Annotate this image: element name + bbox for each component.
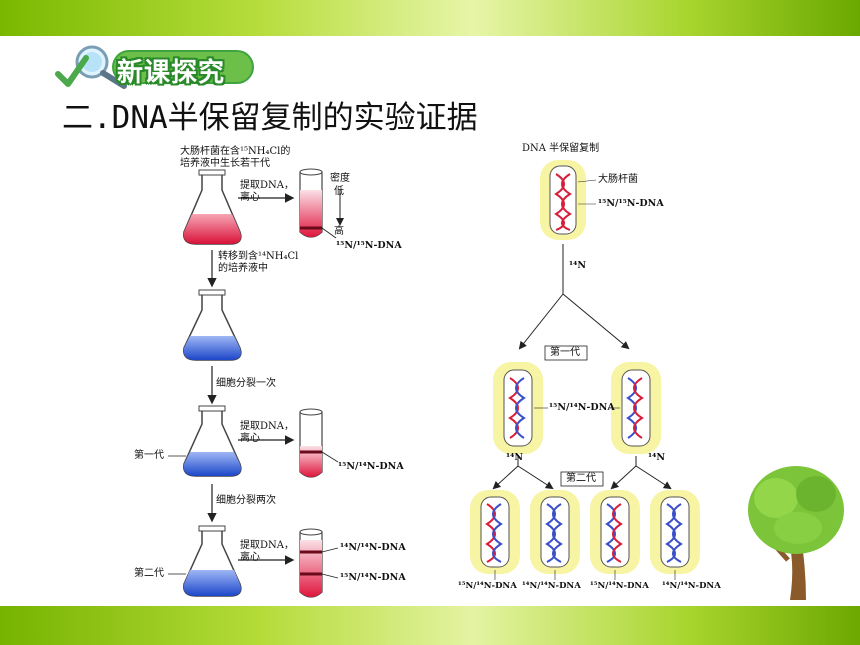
centrifuge-label-1: 离心 bbox=[240, 192, 260, 203]
band-label-14-14: ¹⁴N/¹⁴N-DNA bbox=[340, 542, 406, 553]
bottom-banner bbox=[0, 606, 860, 645]
extract-label-2: 提取DNA， bbox=[240, 421, 294, 432]
replication-heading: DNA 半保留复制 bbox=[522, 143, 600, 154]
magnifier-check-icon bbox=[55, 45, 254, 89]
generation-1-label: 第一代 bbox=[134, 450, 164, 461]
band-label-15-15: ¹⁵N/¹⁵N-DNA bbox=[336, 240, 402, 251]
centrifuge-label-2: 离心 bbox=[240, 433, 260, 444]
divide-once-label: 细胞分裂一次 bbox=[216, 378, 276, 389]
generation-2-box: 第二代 bbox=[566, 473, 596, 484]
gen2-dna-label-3: ¹⁵N/¹⁴N-DNA bbox=[590, 581, 649, 591]
gen2-dna-label-4: ¹⁴N/¹⁴N-DNA bbox=[662, 581, 721, 591]
divide-twice-label: 细胞分裂两次 bbox=[216, 495, 276, 506]
high-density-label: 高 bbox=[334, 226, 344, 237]
section-badge-label: 新课探究 bbox=[117, 58, 226, 88]
replication-tree bbox=[470, 160, 700, 580]
generation-1-dna-label: ¹⁵N/¹⁴N-DNA bbox=[549, 402, 615, 413]
n14-label-left: ¹⁴N bbox=[506, 452, 524, 463]
gen2-dna-label-1: ¹⁵N/¹⁴N-DNA bbox=[458, 581, 517, 591]
transfer-label-line2: 的培养液中 bbox=[218, 263, 268, 274]
flask-generation-1 bbox=[183, 405, 242, 477]
ecoli-label: 大肠杆菌 bbox=[598, 174, 638, 185]
tube-3 bbox=[299, 528, 323, 598]
band-label-15-14: ¹⁵N/¹⁴N-DNA bbox=[338, 461, 404, 472]
gen2-dna-label-2: ¹⁴N/¹⁴N-DNA bbox=[522, 581, 581, 591]
n14-label-right: ¹⁴N bbox=[648, 452, 666, 463]
grow-caption-line2: 培养液中生长若干代 bbox=[180, 158, 270, 169]
n14-label-top: ¹⁴N bbox=[569, 260, 587, 271]
extract-label-3: 提取DNA， bbox=[240, 540, 294, 551]
top-banner bbox=[0, 0, 860, 36]
low-density-label: 低 bbox=[334, 186, 344, 197]
flask-light-medium bbox=[183, 289, 242, 361]
tube-1 bbox=[299, 168, 323, 238]
generation-1-box: 第一代 bbox=[550, 347, 580, 358]
parent-dna-label: ¹⁵N/¹⁵N-DNA bbox=[598, 198, 664, 209]
band-label-15-14-gen2: ¹⁵N/¹⁴N-DNA bbox=[340, 572, 406, 583]
transfer-label-line1: 转移到含¹⁴NH₄Cl bbox=[218, 251, 299, 262]
generation-2-label: 第二代 bbox=[134, 568, 164, 579]
grow-caption-line1: 大肠杆菌在含¹⁵NH₄Cl的 bbox=[180, 146, 291, 157]
flask-heavy-medium bbox=[183, 169, 242, 245]
flask-generation-2 bbox=[183, 525, 242, 597]
centrifuge-label-3: 离心 bbox=[240, 552, 260, 563]
tree-icon bbox=[748, 466, 844, 600]
density-label: 密度 bbox=[330, 173, 350, 184]
extract-label-1: 提取DNA， bbox=[240, 180, 294, 191]
slide-title: 二.DNA半保留复制的实验证据 bbox=[62, 100, 478, 136]
tube-2 bbox=[299, 408, 323, 478]
